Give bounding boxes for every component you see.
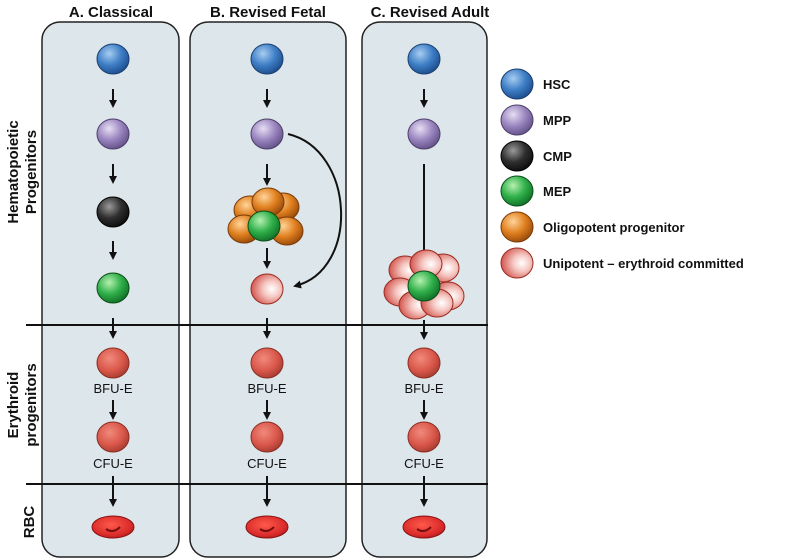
side-label-erythroid-progenitors: progenitors [23, 363, 40, 446]
unipotent-cell-icon [250, 273, 284, 305]
legend-label: Oligopotent progenitor [543, 220, 685, 235]
unipotent-cluster [383, 249, 465, 320]
bfu-e-label: BFU-E [405, 381, 444, 396]
legend-item-unipotent: Unipotent – erythroid committed [500, 247, 744, 279]
cfu-e-label: CFU-E [247, 456, 287, 471]
legend-label: Unipotent – erythroid committed [543, 256, 744, 271]
hsc-cell-icon [250, 43, 284, 75]
rbc-cell-icon [245, 515, 289, 539]
legend-label: HSC [543, 77, 571, 92]
side-label-hematopoietic: Hematopoietic [5, 120, 22, 223]
mpp-cell-icon [500, 104, 534, 136]
side-label-progenitors: Progenitors [23, 130, 40, 214]
bfu-e-cell-icon [96, 347, 130, 379]
header-revised-adult: C. Revised Adult [371, 4, 490, 21]
hsc-cell-icon [96, 43, 130, 75]
legend: HSC MPP CMP MEP Oligopotent progenitor U… [500, 68, 744, 279]
oligopotent-cell-icon [500, 211, 534, 243]
side-label-erythroid: Erythroid [5, 372, 22, 439]
column-revised-adult: BFU-E CFU-E [383, 43, 465, 539]
bfu-e-cell-icon [250, 347, 284, 379]
rbc-cell-icon [402, 515, 446, 539]
mpp-cell-icon [250, 118, 284, 150]
cfu-e-label: CFU-E [404, 456, 444, 471]
bfu-e-label: BFU-E [248, 381, 287, 396]
cmp-cell-icon [96, 196, 130, 228]
cfu-e-cell-icon [96, 421, 130, 453]
mpp-cell-icon [407, 118, 441, 150]
column-revised-fetal: BFU-E CFU-E [227, 43, 342, 539]
legend-item-cmp: CMP [500, 140, 572, 172]
cmp-cell-icon [500, 140, 534, 172]
hsc-cell-icon [500, 68, 534, 100]
cfu-e-cell-icon [250, 421, 284, 453]
side-label-rbc: RBC [21, 506, 38, 539]
mep-cell-icon [247, 210, 281, 242]
legend-item-hsc: HSC [500, 68, 571, 100]
mep-cell-icon [500, 175, 534, 207]
rbc-cell-icon [91, 515, 135, 539]
header-revised-fetal: B. Revised Fetal [210, 4, 326, 21]
cfu-e-cell-icon [407, 421, 441, 453]
curved-arrow [287, 133, 342, 289]
legend-item-mpp: MPP [500, 104, 572, 136]
oligopotent-cluster [227, 187, 304, 246]
hsc-cell-icon [407, 43, 441, 75]
header-classical: A. Classical [69, 4, 153, 21]
legend-item-mep: MEP [500, 175, 572, 207]
legend-label: MEP [543, 184, 572, 199]
bfu-e-label: BFU-E [94, 381, 133, 396]
column-classical: BFU-E CFU-E [91, 43, 135, 539]
legend-label: CMP [543, 149, 572, 164]
unipotent-cell-icon [500, 247, 534, 279]
legend-item-oligopotent: Oligopotent progenitor [500, 211, 685, 243]
mep-cell-icon [407, 270, 441, 302]
cfu-e-label: CFU-E [93, 456, 133, 471]
legend-label: MPP [543, 113, 572, 128]
mpp-cell-icon [96, 118, 130, 150]
bfu-e-cell-icon [407, 347, 441, 379]
mep-cell-icon [96, 272, 130, 304]
